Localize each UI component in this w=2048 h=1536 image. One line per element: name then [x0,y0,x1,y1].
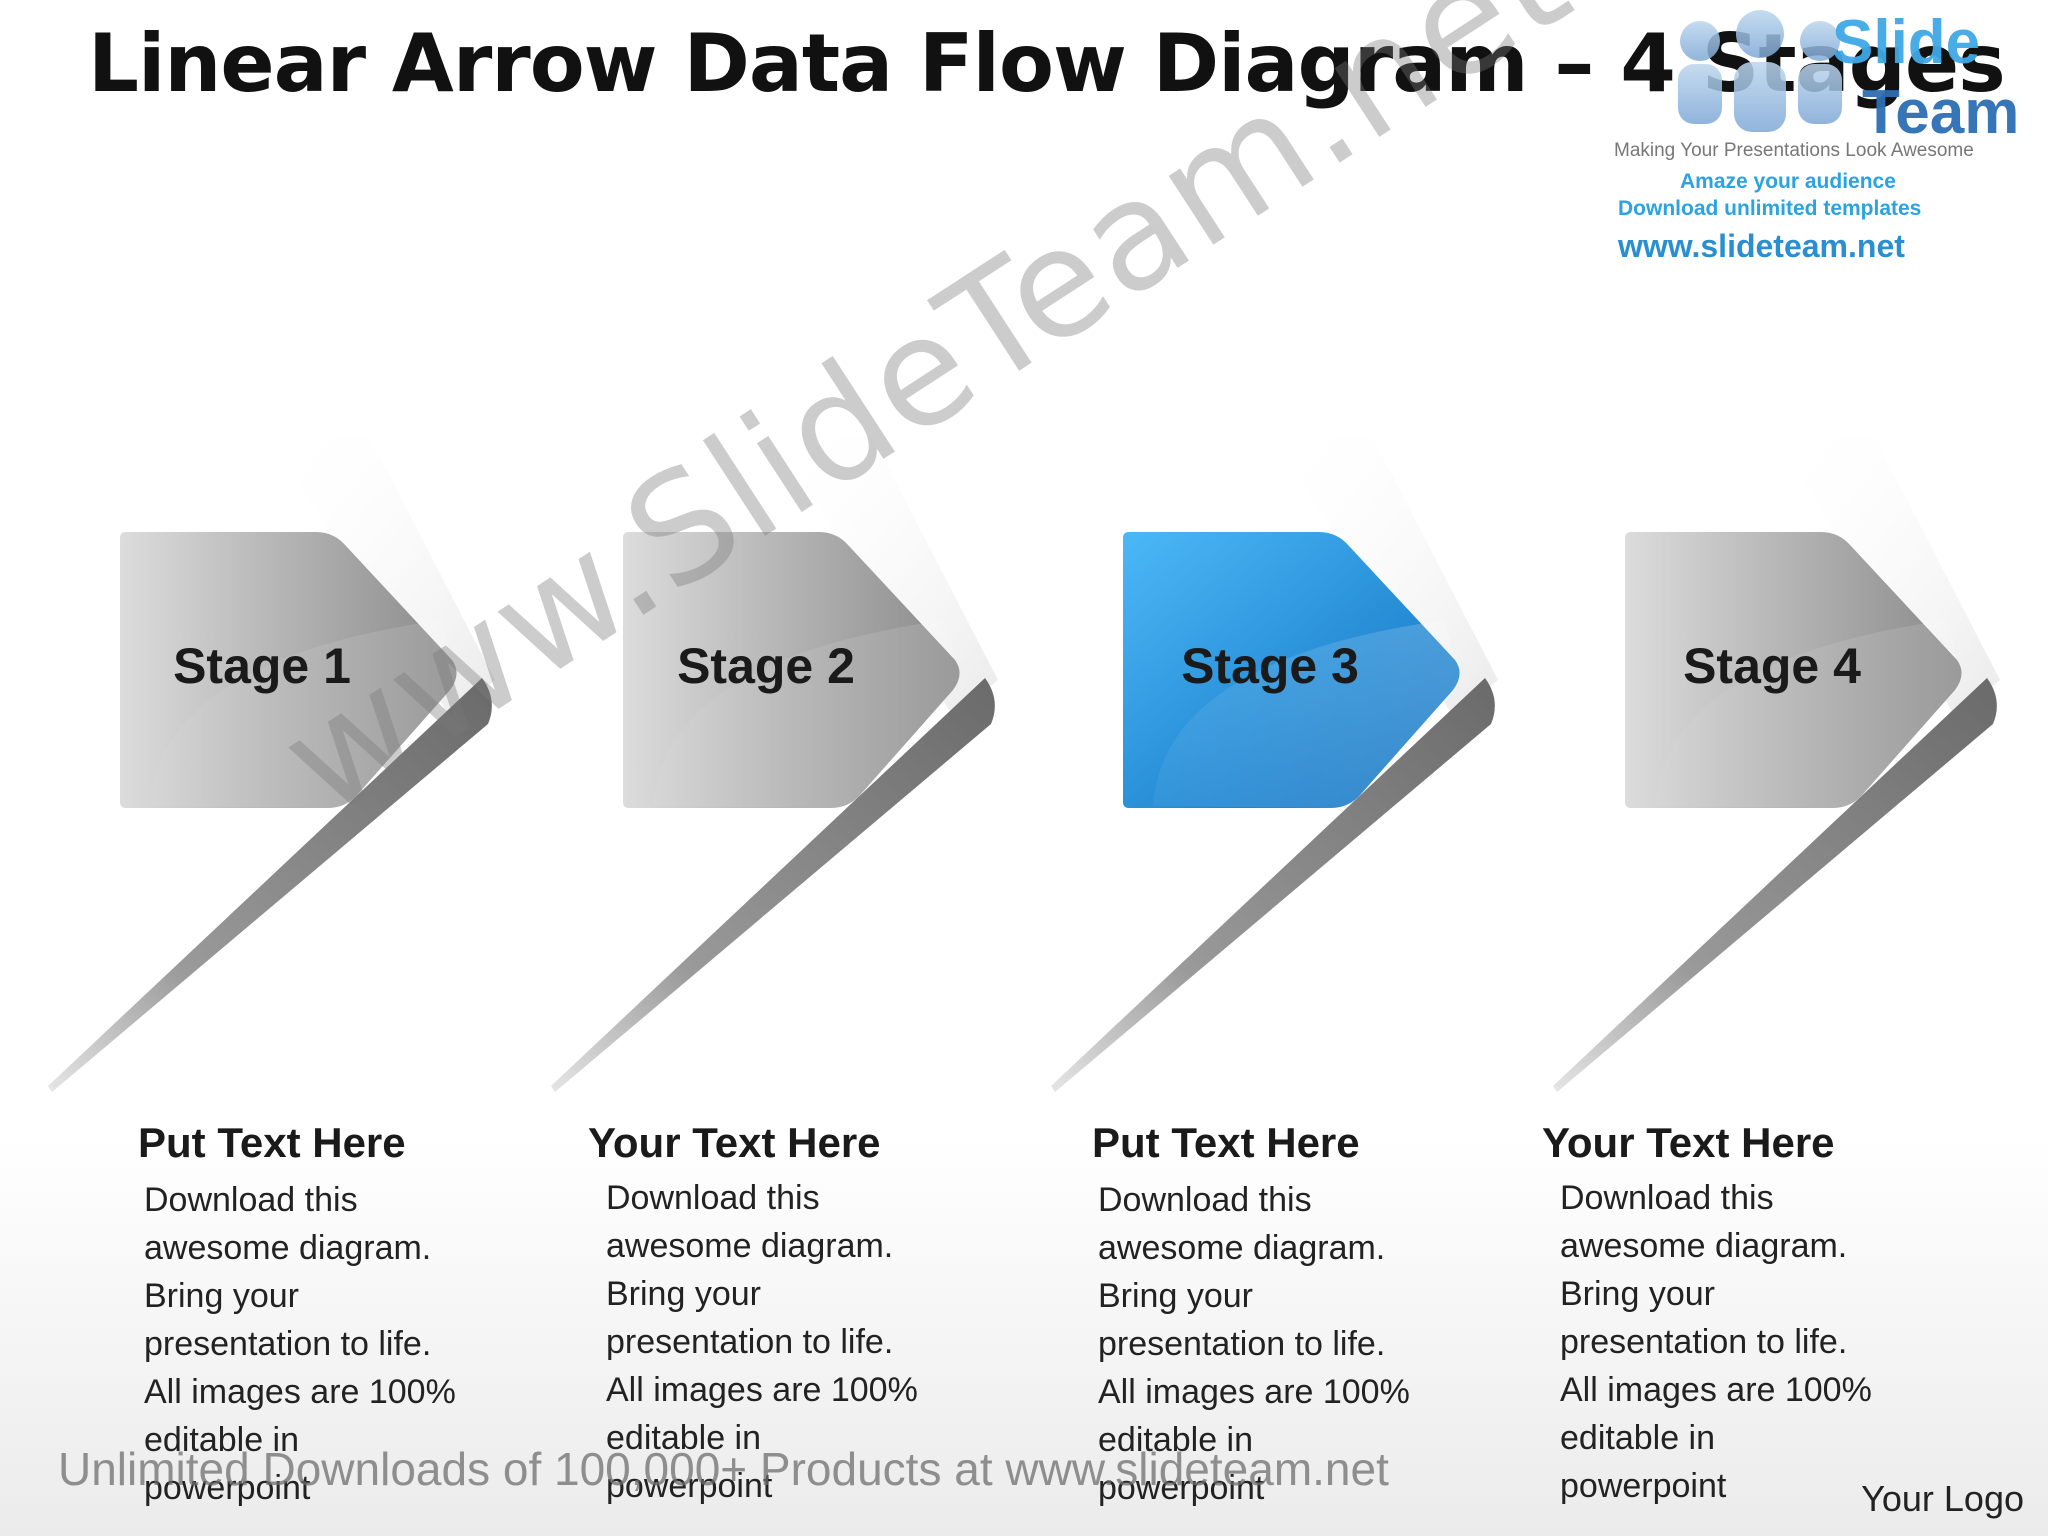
stage-description: Download this awesome diagram. Bring you… [1098,1181,1410,1507]
logo-placeholder: Your Logo [1861,1478,2024,1519]
stage-description: Download this awesome diagram. Bring you… [1560,1179,1872,1505]
brand-tagline: Making Your Presentations Look Awesome [1614,140,1974,161]
arrow-sheen [1153,620,1460,808]
stage-4-shape [1553,438,2000,1092]
brand-url: www.slideteam.net [1618,228,1905,264]
brand-word-team: Team [1862,78,2020,147]
stage-heading: Your Text Here [588,1119,881,1166]
arrow-tail [48,678,492,1092]
arrow-tail [551,678,995,1092]
stage-description: Download this awesome diagram. Bring you… [606,1179,918,1505]
stage-label: Stage 4 [1683,638,1861,694]
arrow-sheen [150,620,457,808]
stage-heading: Put Text Here [138,1119,406,1166]
brand-promo-line: Download unlimited templates [1618,197,1922,220]
arrow-tail [1553,678,1997,1092]
stage-heading: Your Text Here [1542,1119,1835,1166]
people-group-icon [1678,10,1842,132]
arrow-sheen [653,620,960,808]
stage-label: Stage 3 [1181,638,1359,694]
slideteam-logo: Slide Team Making Your Presentations Loo… [1600,0,2048,270]
stage-label: Stage 1 [173,638,351,694]
footer-watermark: Unlimited Downloads of 100,000+ Products… [58,1443,1389,1495]
stage-2-shape [551,438,998,1092]
stage-description: Download this awesome diagram. Bring you… [144,1181,456,1507]
arrow-sheen [1655,620,1962,808]
stage-heading: Put Text Here [1092,1119,1360,1166]
brand-word-slide: Slide [1832,8,1981,77]
arrow-tail [1051,678,1495,1092]
stage-3-shape [1051,438,1498,1092]
stage-label: Stage 2 [677,638,855,694]
stage-1-shape [48,438,495,1092]
brand-promo-line: Amaze your audience [1680,170,1896,193]
